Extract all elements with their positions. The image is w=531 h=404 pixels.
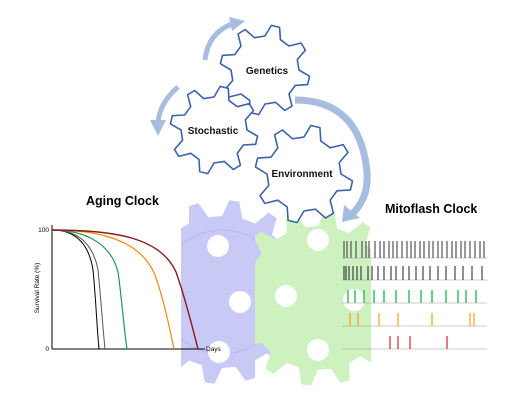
genetics-label: Genetics (246, 66, 289, 77)
survival-curve-black (51, 229, 100, 350)
aging-gear-hole (208, 341, 230, 363)
stochastic-gear-outline (169, 85, 259, 175)
arrow-top-left (202, 21, 233, 61)
cycle-arrows (150, 17, 371, 222)
survival-curve-gray (51, 229, 106, 350)
mitoflash-gear-body (255, 210, 371, 386)
survival-chart: 100 0 Days Survival Rate (%) (34, 225, 222, 353)
arrow-right-big (294, 96, 371, 217)
genetics-gear-outline (219, 24, 311, 116)
mitoflash-gear-hole (275, 285, 297, 307)
y-axis-label: Survival Rate (%) (34, 263, 41, 314)
aging-gear-hole (207, 235, 229, 257)
aging-gear-hole (229, 291, 251, 313)
y-tick-0: 0 (45, 346, 49, 353)
mitoflash-traces (342, 241, 487, 350)
mitoflash-clock-title: Mitoflash Clock (385, 202, 477, 216)
survival-curve-darkred (51, 229, 199, 350)
mitoflash-gear-hole (307, 229, 329, 251)
survival-curve-orange (51, 229, 175, 350)
environment-label: Environment (271, 169, 333, 180)
arrow-right-big-head (342, 205, 360, 222)
mitoflash-gear-hole (307, 339, 329, 361)
aging-clock-title: Aging Clock (86, 194, 159, 208)
environment-gear-outline (254, 124, 354, 224)
survival-curve-green (51, 229, 128, 350)
mitoflash-gear-hole (343, 289, 365, 311)
arrow-top-left-head (229, 17, 245, 31)
arrow-left-head (150, 120, 166, 136)
genetics-gear (219, 24, 311, 116)
stochastic-gear (169, 85, 259, 175)
mitoflash-gear (255, 210, 371, 386)
x-axis-label: Days (206, 346, 222, 353)
environment-gear (254, 124, 354, 224)
stochastic-label: Stochastic (188, 126, 239, 137)
y-tick-100: 100 (38, 227, 49, 234)
